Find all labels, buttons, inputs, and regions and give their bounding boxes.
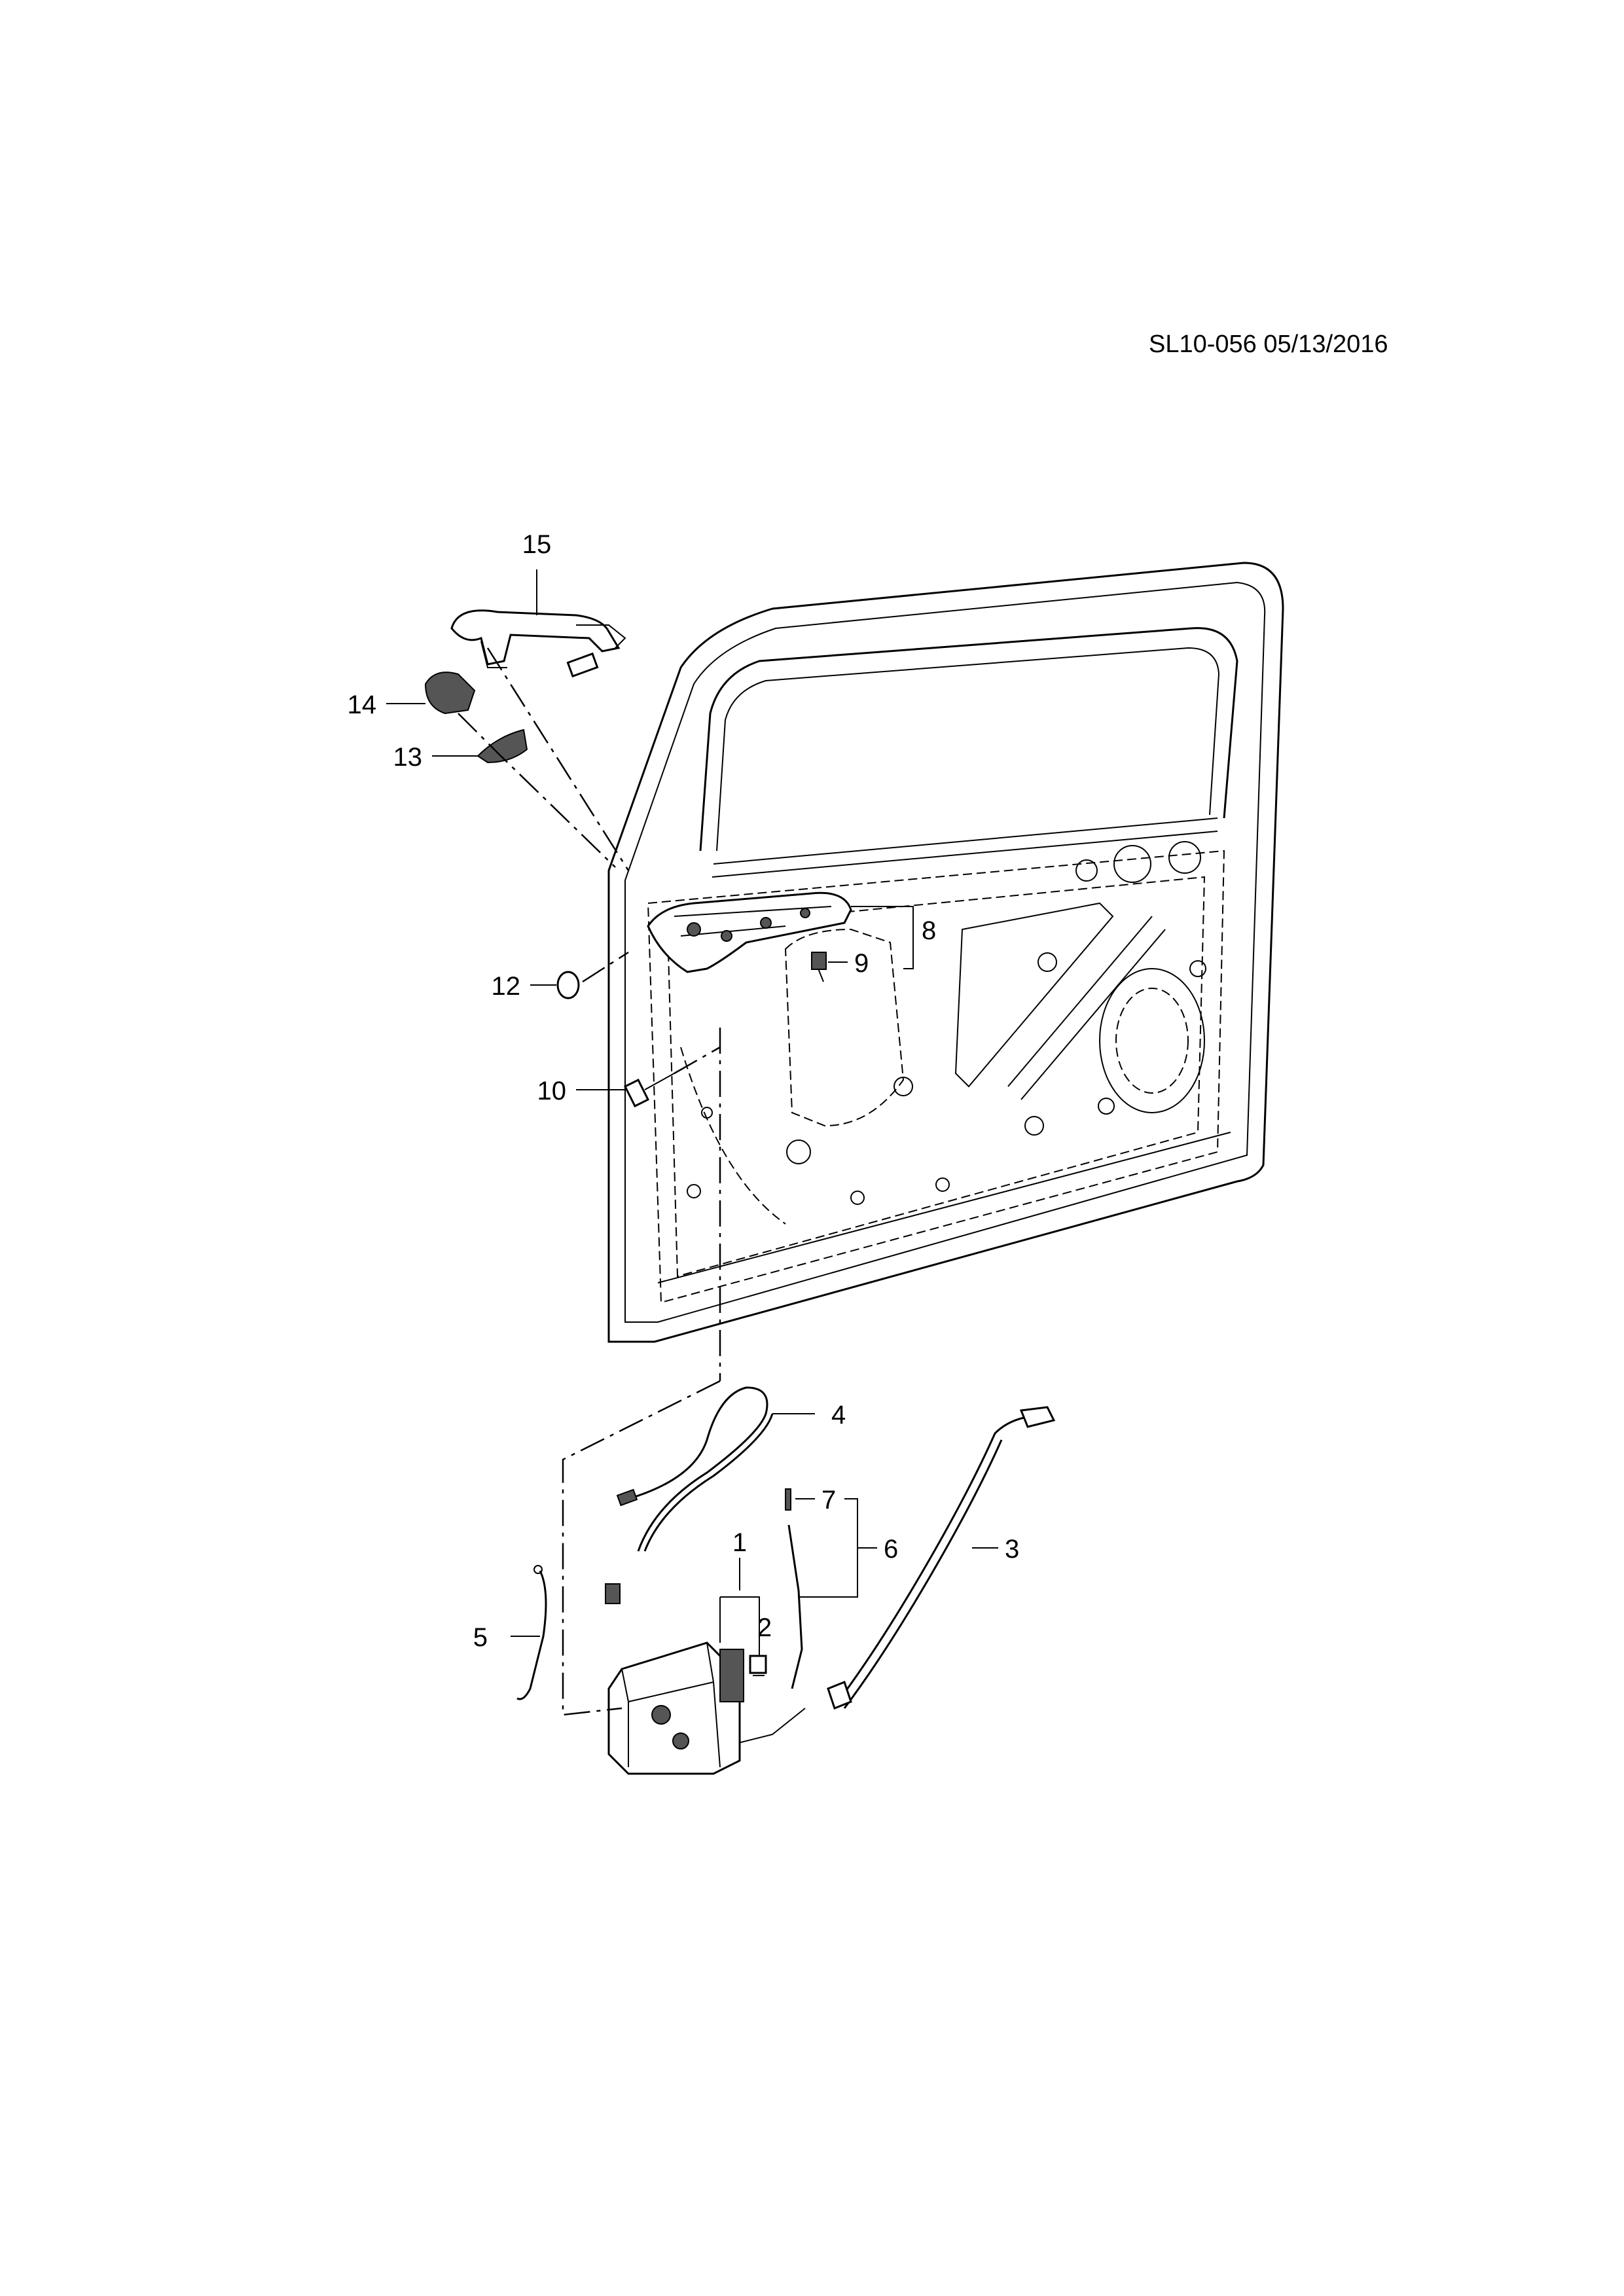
seal-ring (556, 971, 580, 999)
door-panel (607, 562, 1284, 1343)
callout-4: 4 (831, 1401, 846, 1429)
handle-end-cap (424, 672, 476, 715)
callout-6: 6 (884, 1535, 898, 1564)
inside-handle-cable (605, 1386, 774, 1604)
document-id: SL10-056 05/13/2016 (1149, 331, 1388, 358)
callout-14: 14 (348, 691, 377, 719)
lock-rod (516, 1565, 547, 1700)
callout-10: 10 (537, 1077, 567, 1105)
outside-handle-cable (719, 1406, 1056, 1748)
handle-gasket (477, 728, 528, 764)
callout-3: 3 (1005, 1535, 1019, 1564)
callout-1: 1 (732, 1528, 747, 1557)
callout-12: 12 (492, 972, 521, 1001)
callout-8: 8 (922, 916, 936, 945)
callout-9: 9 (854, 949, 869, 978)
callout-leaders (386, 569, 998, 1656)
door-lock-assembly (607, 1641, 744, 1775)
handle-frame-assembly (647, 891, 852, 973)
callout-7: 7 (821, 1486, 836, 1515)
outside-door-handle (450, 609, 626, 678)
lock-screw (623, 1073, 675, 1108)
callout-5: 5 (473, 1623, 488, 1652)
lock-pin-and-rod (785, 1488, 803, 1689)
frame-bolt (811, 952, 827, 982)
assembly-lines (458, 647, 721, 1716)
callout-13: 13 (393, 743, 423, 772)
callout-15: 15 (522, 530, 552, 559)
callout-2: 2 (757, 1613, 772, 1642)
lock-bolt (749, 1655, 767, 1676)
